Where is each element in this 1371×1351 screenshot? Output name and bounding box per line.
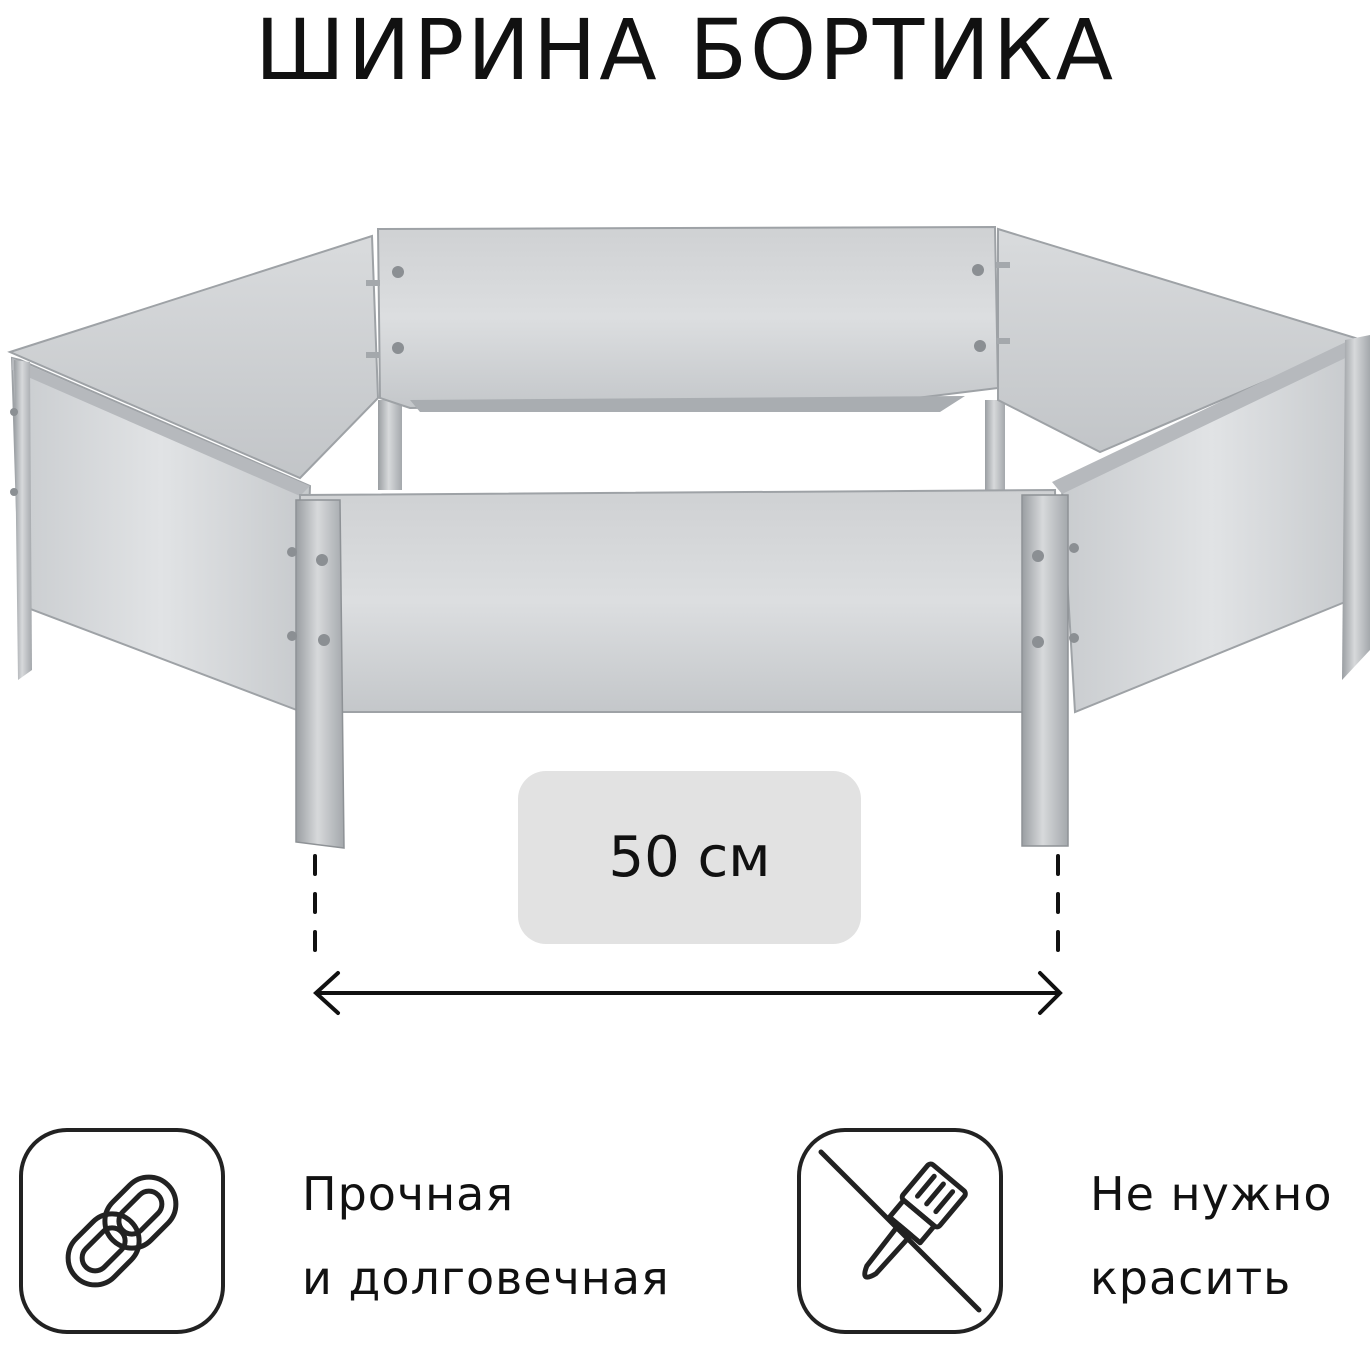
feature-no-paint-text: Не нужно красить bbox=[1090, 1152, 1332, 1320]
no-paint-brush-icon bbox=[797, 1128, 1003, 1334]
back-legs bbox=[378, 400, 1005, 490]
chain-link-icon bbox=[19, 1128, 225, 1334]
feature-strong-text: Прочная и долговечная bbox=[302, 1152, 670, 1320]
front-post-right bbox=[1021, 494, 1069, 847]
panel-back-center bbox=[376, 225, 1000, 410]
feature-no-paint-line-2: красить bbox=[1090, 1251, 1292, 1305]
feature-no-paint-line-1: Не нужно bbox=[1090, 1167, 1333, 1221]
width-dimension-label: 50 см bbox=[518, 771, 861, 944]
front-post-left bbox=[295, 499, 345, 849]
bolts bbox=[366, 262, 1010, 358]
feature-strong-line-2: и долговечная bbox=[302, 1251, 670, 1305]
page-title: ШИРИНА БОРТИКА bbox=[254, 1, 1117, 99]
feature-strong-line-1: Прочная bbox=[302, 1167, 515, 1221]
panel-back-left bbox=[7, 234, 380, 480]
panel-front-center bbox=[299, 488, 1062, 713]
dimension-arrow bbox=[313, 854, 1063, 1015]
